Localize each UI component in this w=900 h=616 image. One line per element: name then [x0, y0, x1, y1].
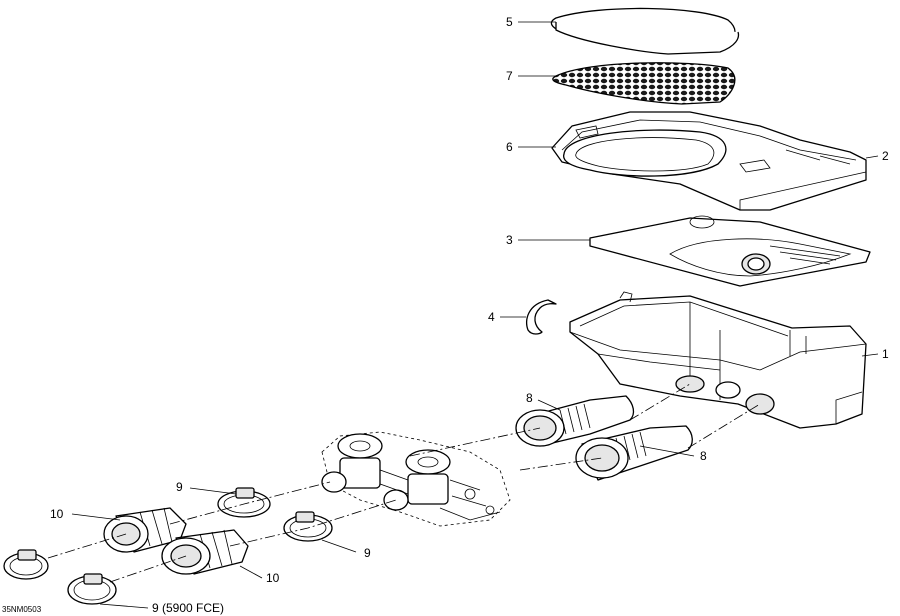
part-9-clamp-c [3, 549, 49, 580]
callout-labels: 5 7 6 2 3 4 1 8 8 9 9 9 (5900 FCE) 10 10… [2, 15, 889, 615]
callout-4: 4 [488, 310, 495, 324]
callout-10-lower: 10 [266, 571, 280, 585]
part-7-filter-mesh [552, 62, 736, 105]
callout-6: 6 [506, 140, 513, 154]
callout-9-lower: 9 [364, 546, 371, 560]
callout-1: 1 [882, 347, 889, 361]
part-4-clip [525, 299, 557, 335]
callout-8-lower: 8 [700, 449, 707, 463]
callout-9-upper: 9 [176, 480, 183, 494]
callout-7: 7 [506, 69, 513, 83]
part-9-clamp-d [67, 573, 117, 605]
callout-8-upper: 8 [526, 391, 533, 405]
part-1-airbox-base [569, 291, 867, 429]
callout-2: 2 [882, 149, 889, 163]
part-9-clamp-b [283, 511, 333, 542]
callout-5: 5 [506, 15, 513, 29]
leader-lines [71, 21, 879, 609]
carburetor-assembly [321, 431, 511, 527]
part-5-top-cover [550, 7, 740, 55]
callout-3: 3 [506, 233, 513, 247]
assembly-centerlines [47, 383, 761, 583]
callout-10-upper: 10 [50, 507, 64, 521]
part-2-airbox-lid [551, 111, 867, 211]
part-3-baffle-plate [589, 215, 871, 287]
part-8-adaptor-lower [575, 425, 693, 481]
callout-9-5900fce: 9 (5900 FCE) [152, 601, 224, 615]
reference-code: 35NM0503 [2, 605, 42, 614]
